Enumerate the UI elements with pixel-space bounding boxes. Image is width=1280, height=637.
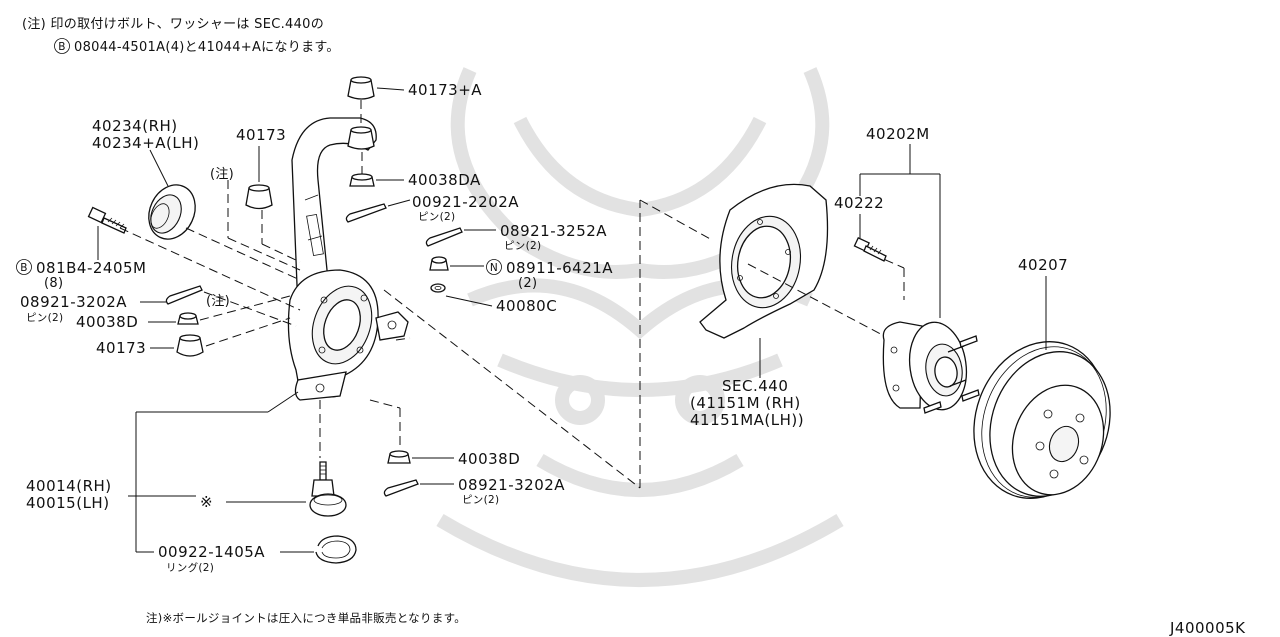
circled-n-mark <box>486 259 502 275</box>
wheel-hub-40202m <box>882 321 980 414</box>
nut-08911-6421a <box>429 256 449 271</box>
label-08921-3252a-sub: ピン(2) <box>504 240 541 252</box>
seal-40234 <box>148 184 196 240</box>
cotter-pin-08921-3252a <box>425 227 463 247</box>
circled-b-mark-2 <box>16 259 32 275</box>
label-00922-sub: リング(2) <box>166 561 214 574</box>
assembly-lines-left <box>119 180 713 489</box>
label-081b4-2405m: 081B4-2405M <box>36 259 147 277</box>
washer-40080c <box>430 283 446 293</box>
circled-n-letter: N <box>490 262 498 274</box>
label-40015-lh: 40015(LH) <box>26 494 110 512</box>
circled-b-letter: B <box>58 41 66 53</box>
label-sec440: SEC.440 <box>722 377 788 395</box>
circled-b-mark <box>54 38 70 54</box>
backing-plate-sec440 <box>699 183 829 339</box>
label-40014-rh: 40014(RH) <box>26 477 112 495</box>
bolt-40222 <box>853 236 887 262</box>
label-08911-sub: (2) <box>518 276 537 291</box>
header-note: (注) 印の取付けボルト、ワッシャーは SEC.440の B 08044-450… <box>22 17 340 55</box>
bolt-081b4-2405m <box>87 206 127 234</box>
cotter-pin-08921-3202a-right <box>383 479 419 497</box>
label-40202m: 40202M <box>866 125 930 143</box>
label-00922-1405a: 00922-1405A <box>158 543 265 561</box>
label-40038da: 40038DA <box>408 171 481 189</box>
leader-bracket-40014 <box>128 391 306 553</box>
label-40207: 40207 <box>1018 256 1068 274</box>
header-note-line2: 08044-4501A(4)と41044+Aになります。 <box>74 40 340 55</box>
brake-rotor-40207 <box>973 341 1111 499</box>
label-40173: 40173 <box>236 126 286 144</box>
nut-40038d-right <box>369 399 411 464</box>
label-40234-lh: 40234+A(LH) <box>92 134 199 152</box>
circled-b-letter-2: B <box>20 262 28 274</box>
label-40038d-right: 40038D <box>458 450 520 468</box>
label-40234-rh: 40234(RH) <box>92 117 178 135</box>
label-08921-3202a-left: 08921-3202A <box>20 293 127 311</box>
header-note-line1: (注) 印の取付けボルト、ワッシャーは SEC.440の <box>22 17 324 32</box>
label-chu-note-2: (注) <box>206 294 230 309</box>
label-08911-6421a: 08911-6421A <box>506 259 613 277</box>
nut-40038d-left <box>177 312 199 325</box>
nut-40038da <box>349 152 375 187</box>
ball-joint-40014 <box>309 400 347 517</box>
label-40222: 40222 <box>834 194 884 212</box>
label-08921-3202a-right: 08921-3202A <box>458 476 565 494</box>
label-40080c: 40080C <box>496 297 557 315</box>
label-08921-3252a: 08921-3252A <box>500 222 607 240</box>
label-08921-3202a-left-sub: ピン(2) <box>26 312 63 324</box>
footer-note: 注)※ボールジョイントは圧入につき単品非販売となります。 <box>146 611 466 625</box>
cotter-pin-00921-2202a <box>345 203 387 223</box>
label-kome-mark: ※ <box>200 493 213 511</box>
steering-knuckle <box>287 117 409 401</box>
diagram-code: J400005K <box>1169 619 1246 637</box>
label-41151m: (41151M (RH) <box>690 394 801 412</box>
label-chu-note-1: (注) <box>210 167 234 182</box>
label-00921-2202a: 00921-2202A <box>412 193 519 211</box>
label-081b4-sub: (8) <box>44 276 63 291</box>
leader-bracket-40202m <box>859 144 941 318</box>
bushing-40173a <box>347 76 375 150</box>
cotter-pin-08921-3202a-left <box>165 285 203 305</box>
label-40038d-left: 40038D <box>76 313 138 331</box>
label-08921-3202a-right-sub: ピン(2) <box>462 494 499 506</box>
label-00921-2202a-sub: ピン(2) <box>418 211 455 223</box>
snap-ring-00922 <box>315 535 357 564</box>
label-41151ma: 41151MA(LH)) <box>690 411 804 429</box>
bushing-40173 <box>245 184 273 210</box>
label-40173-left: 40173 <box>96 339 146 357</box>
bushing-40173-left <box>176 334 204 357</box>
label-40173a: 40173+A <box>408 81 482 99</box>
